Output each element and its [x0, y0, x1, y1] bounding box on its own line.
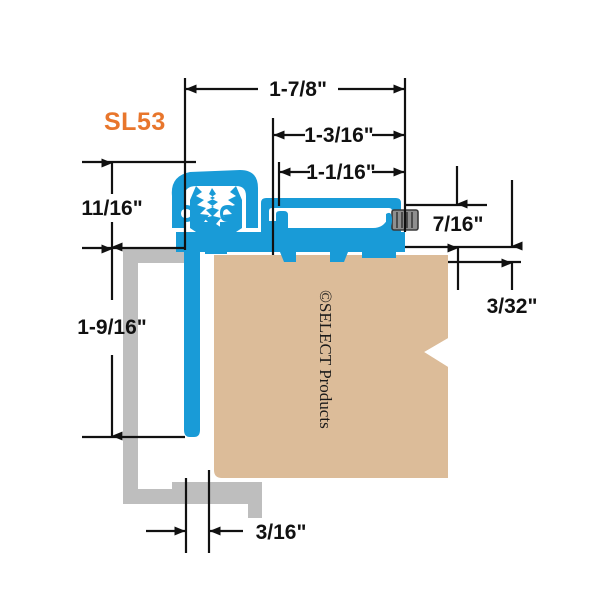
- door-panel: [214, 255, 448, 478]
- dim-leaf-height: 7/16": [405, 166, 521, 249]
- part-label-sl53: SL53: [104, 108, 166, 136]
- dim-label-leaf-width-inner: 1-1/16": [306, 161, 376, 184]
- dim-label-leaf-height: 7/16": [433, 213, 484, 236]
- dim-frame-depth: 1-9/16": [77, 244, 185, 441]
- hinge-profile: [171, 170, 405, 437]
- dim-label-leaf-width-outer: 1-3/16": [304, 124, 374, 147]
- dim-label-gap-clearance: 3/32": [487, 295, 538, 318]
- watermark-select-products: ©SELECT Products: [316, 290, 335, 429]
- dim-label-frame-depth: 1-9/16": [77, 316, 147, 339]
- door-frame: [123, 248, 262, 518]
- dim-gap-clearance: 3/32": [447, 180, 538, 318]
- dim-label-frame-offset: 11/16": [81, 197, 142, 220]
- dim-label-stop-thickness: 3/16": [256, 521, 307, 544]
- dim-frame-offset: 11/16": [81, 158, 196, 252]
- dim-stop-thickness: 3/16": [146, 470, 306, 553]
- dim-overall-width: 1-7/8": [183, 78, 407, 250]
- dim-leaf-width-outer: 1-3/16": [271, 118, 405, 255]
- dim-leaf-width-inner: 1-1/16": [277, 161, 405, 206]
- dim-label-overall-width: 1-7/8": [269, 78, 327, 101]
